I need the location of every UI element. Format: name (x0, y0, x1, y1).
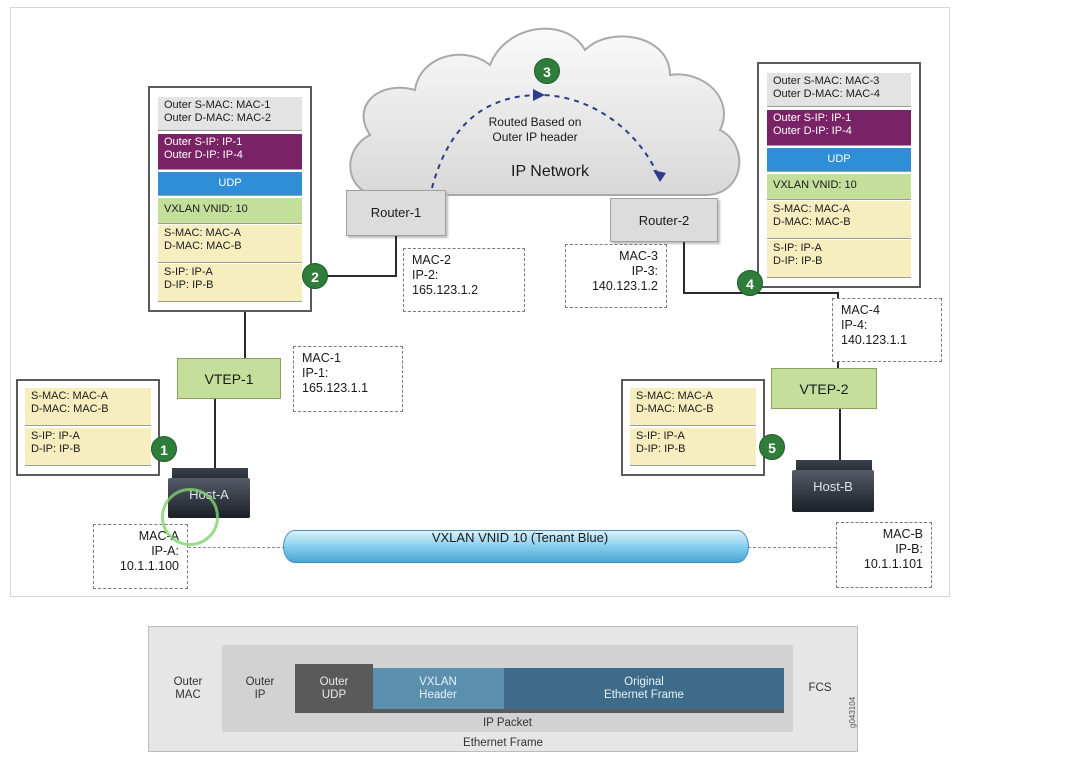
figure-id: g043104 (848, 696, 857, 728)
vxlan-tunnel (283, 530, 749, 563)
link-r1-down (395, 236, 397, 276)
badge-1: 1 (151, 436, 177, 462)
vxlan-header-box (373, 668, 504, 709)
link-r2-down (683, 242, 685, 294)
left-vxlan: VXLAN VNID: 10 (158, 198, 302, 224)
link-r2-stack (683, 292, 838, 294)
link-v1-host (214, 398, 216, 470)
outer-udp-box (295, 664, 373, 713)
ip-network-cloud (349, 27, 741, 196)
badge-4: 4 (737, 270, 763, 296)
frame-bottom-bar (295, 709, 784, 713)
ip-packet-label: IP Packet (482, 717, 532, 729)
tunnel-label: VXLAN VNID 10 (Tenant Blue) (431, 530, 609, 545)
host-a-highlight-ring (161, 488, 219, 546)
left-udp: UDP (158, 172, 302, 196)
right-udp: UDP (767, 148, 911, 172)
route-note: Routed Based on Outer IP header (488, 115, 582, 144)
badge-2: 2 (302, 263, 328, 289)
router-1: Router-1 (346, 190, 446, 236)
tunnel-dash-left (188, 547, 285, 548)
original-frame-box (504, 668, 784, 709)
badge-5: 5 (759, 434, 785, 460)
link-v2-host (839, 408, 841, 460)
ethernet-frame-label: Ethernet Frame (463, 737, 543, 749)
badge-3: 3 (534, 58, 560, 84)
vtep-1: VTEP-1 (177, 358, 281, 399)
cloud-label: IP Network (511, 163, 589, 180)
route-arrow (431, 93, 661, 189)
host-a-top (172, 468, 248, 480)
right-vxlan: VXLAN VNID: 10 (767, 174, 911, 200)
link-r1-stack (300, 275, 397, 277)
tunnel-dash-right (748, 547, 836, 548)
router-2: Router-2 (610, 198, 718, 242)
fcs-label: FCS (808, 682, 832, 694)
host-b-top (796, 460, 872, 472)
host-b: Host-B (792, 470, 874, 512)
link-v1-up (244, 303, 246, 358)
vtep-2: VTEP-2 (771, 368, 877, 409)
